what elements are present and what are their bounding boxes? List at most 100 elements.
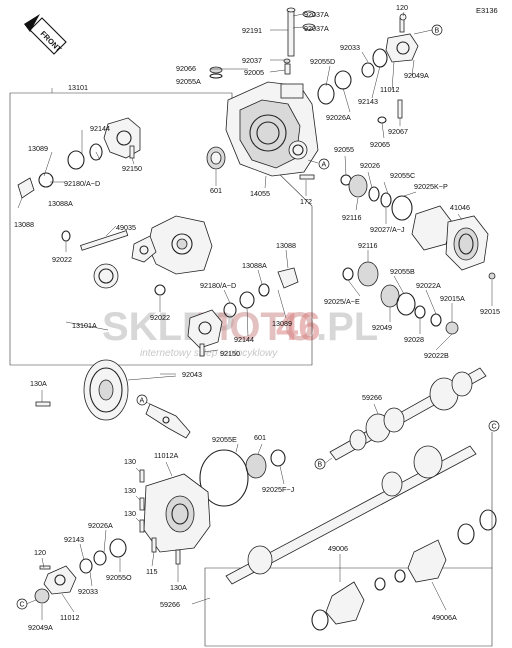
label-92055: 92055 (334, 145, 354, 154)
washer-92180-top (89, 143, 103, 161)
label-92005: 92005 (244, 68, 264, 77)
svg-text:internetowy sklep motocyklowy: internetowy sklep motocyklowy (140, 348, 278, 359)
pinion-gear (131, 235, 157, 263)
pinion-shaft (145, 403, 191, 439)
label-601-bottom: 601 (254, 433, 266, 442)
label-115: 115 (146, 567, 157, 576)
label-92037: 92037 (242, 56, 262, 65)
label-92022-left: 92022 (52, 255, 72, 264)
bolt-130-3 (139, 519, 145, 533)
label-92049: 92049 (372, 323, 392, 332)
svg-text:C: C (492, 424, 497, 431)
plug-92005 (284, 63, 291, 75)
svg-text:B: B (435, 28, 440, 35)
shaft-box-59266 (204, 432, 493, 647)
label-49006a: 49006A (432, 613, 457, 622)
label-92150-top: 92150 (122, 164, 142, 173)
label-120-bottom: 120 (34, 548, 46, 557)
label-130-3: 130 (124, 509, 136, 518)
washer-92026 (368, 186, 380, 202)
label-92055d: 92055D (310, 57, 335, 66)
label-92144-mid: 92144 (234, 335, 254, 344)
ring-13088a-right (258, 283, 270, 297)
side-gear-left (93, 263, 119, 289)
svg-text:.PL: .PL (316, 305, 378, 349)
ring-13089 (38, 172, 54, 188)
label-92116-b: 92116 (358, 241, 377, 250)
label-13088-left: 13088 (14, 220, 34, 229)
svg-text:B: B (318, 462, 323, 469)
label-92015a: 92015A (440, 294, 465, 303)
washer-92026a-bottom (93, 550, 107, 566)
label-92049a-bottom: 92049A (28, 623, 53, 632)
differential-box-13101 (9, 92, 313, 366)
seal-92049a-bottom (34, 588, 50, 604)
label-92037a-2: 92037A (304, 24, 329, 33)
label-92055b: 92055B (390, 267, 415, 276)
label-92066: 92066 (176, 64, 196, 73)
front-arrow-icon: FRONT (24, 14, 67, 55)
label-92043: 92043 (182, 370, 202, 379)
label-130a-bottom: 130A (170, 583, 187, 592)
label-13089-top: 13089 (28, 144, 48, 153)
label-92116-a: 92116 (342, 213, 361, 222)
label-13088-right: 13088 (276, 241, 296, 250)
drive-shaft-59266-bottom (225, 445, 497, 585)
oring-92055e (199, 449, 249, 507)
label-13089-mid: 13089 (272, 319, 292, 328)
label-92015: 92015 (480, 307, 500, 316)
label-172: 172 (300, 197, 312, 206)
seal-92143 (372, 48, 388, 68)
gear-case-14055 (225, 81, 319, 177)
callout-c-right: C (488, 420, 500, 432)
differential-cover-13101a (187, 309, 223, 357)
label-92143-top: 92143 (358, 97, 378, 106)
leader-lines (17, 11, 493, 620)
svg-text:A: A (322, 162, 327, 169)
label-92028: 92028 (404, 335, 424, 344)
bolt-115 (151, 537, 157, 553)
label-92055e: 92055E (212, 435, 237, 444)
label-13101: 13101 (68, 83, 88, 92)
label-49006-top: 49006 (328, 544, 348, 553)
svg-text:46: 46 (276, 305, 321, 349)
ring-92033 (361, 62, 375, 78)
callout-b-top: B (413, 24, 443, 36)
label-11012-top: 11012 (380, 85, 399, 94)
oring-92055c (391, 195, 413, 221)
label-120-top: 120 (396, 3, 408, 12)
svg-text:A: A (140, 398, 145, 405)
label-13101a: 13101A (72, 321, 97, 330)
label-92055a: 92055A (176, 77, 201, 86)
label-49035: 49035 (116, 223, 136, 232)
plate-13088-right (277, 267, 299, 289)
seal-601-bottom (245, 453, 267, 479)
flange-11012-bottom (39, 565, 77, 595)
label-92022b: 92022B (424, 351, 449, 360)
label-92022-mid: 92022 (150, 313, 170, 322)
bolt-92067 (397, 99, 403, 119)
label-92180-mid: 92180/A~D (200, 281, 236, 290)
seal-92049 (380, 284, 400, 308)
label-59266-bottom: 59266 (160, 600, 180, 609)
washer-92022-mid (154, 284, 166, 296)
diagram-code: E3136 (476, 6, 498, 15)
shim-92025ae (342, 267, 354, 281)
bolt-130a-bottom (175, 549, 181, 565)
seal-92143-bottom (79, 558, 93, 574)
label-11012a: 11012A (154, 451, 178, 460)
label-92026a-bottom: 92026A (88, 521, 113, 530)
label-92144-top: 92144 (90, 124, 110, 133)
washer-92028 (414, 305, 426, 319)
shim-92027 (380, 192, 392, 208)
label-601-top: 601 (210, 186, 222, 195)
nut-92015 (488, 272, 496, 280)
plug-92066 (209, 66, 223, 74)
label-14055: 14055 (250, 189, 270, 198)
callout-b-mid: B (314, 457, 333, 470)
washer-92022-left (61, 230, 71, 242)
bolt-130-2 (139, 497, 145, 511)
bearing-92116-a (348, 174, 368, 198)
oring-92055d (317, 83, 335, 105)
